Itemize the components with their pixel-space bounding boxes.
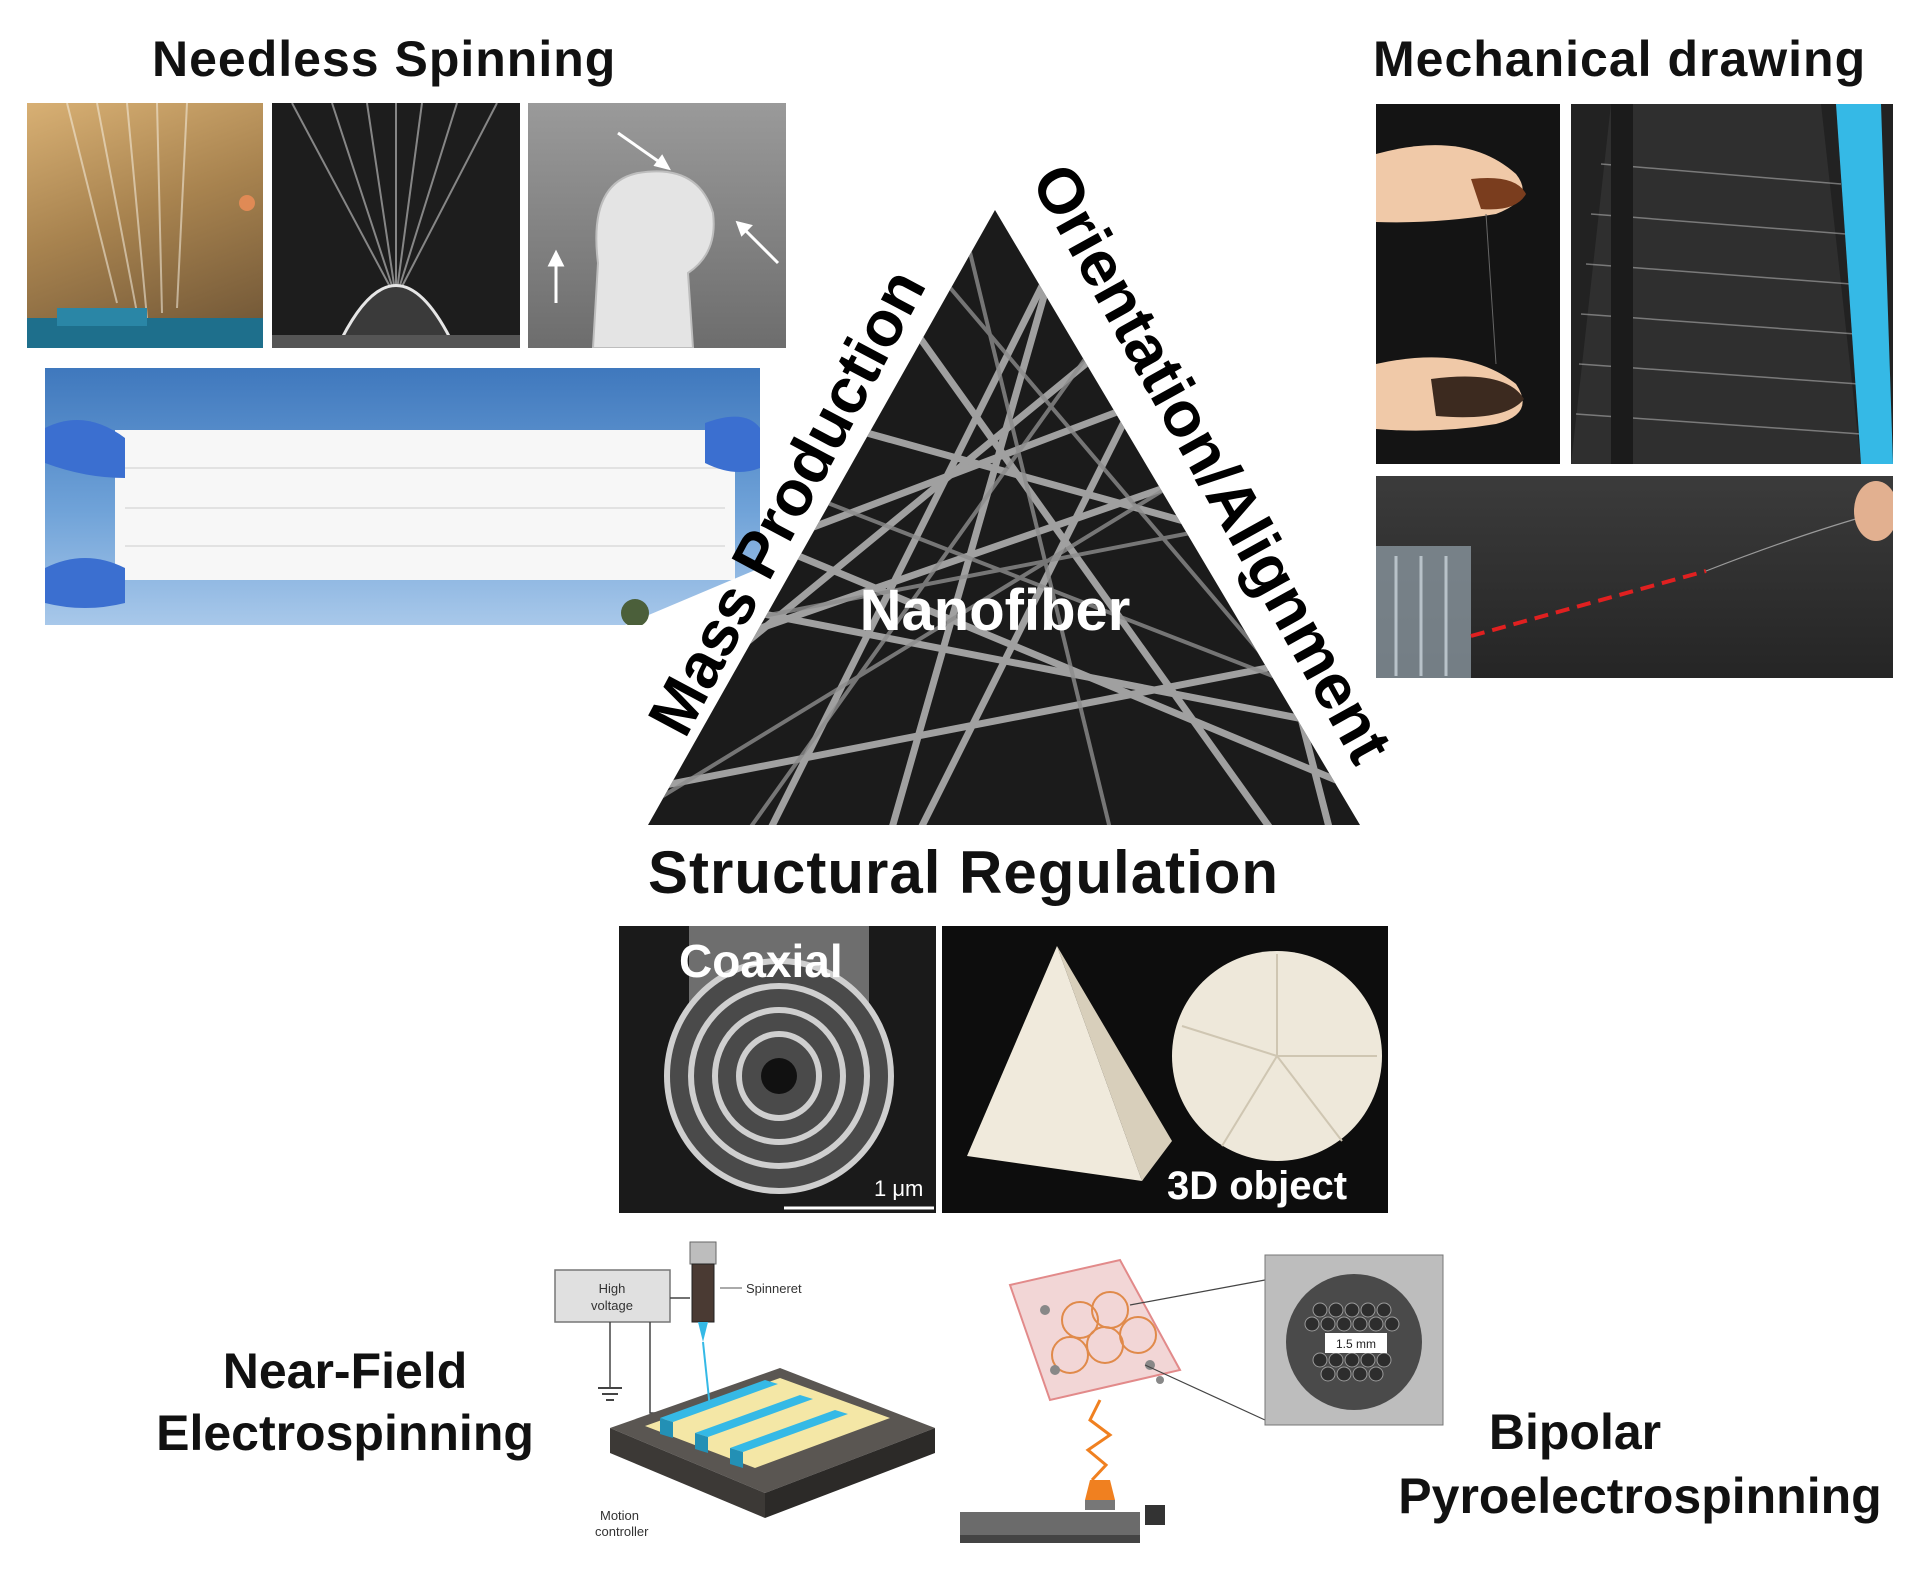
high-voltage-label-line2: voltage (591, 1298, 633, 1313)
nanofiber-triangle: Nanofiber (648, 210, 1360, 825)
nanofiber-sheet-photo (45, 368, 760, 625)
needless-photo-3 (528, 103, 786, 348)
motion-controller-label-line1: Motion (600, 1508, 639, 1523)
needless-photo-1 (27, 103, 263, 348)
high-voltage-label-line1: High (599, 1281, 626, 1296)
fibre-streaks-illustration (27, 103, 263, 348)
structural-regulation-label: Structural Regulation (648, 839, 1280, 906)
spinneret-label: Spinneret (746, 1281, 802, 1296)
coaxial-photo: Coaxial 1 μm (619, 926, 936, 1213)
coaxial-fiber-illustration (664, 926, 934, 1210)
near-field-title: Near-Field Electrospinning (150, 1340, 540, 1464)
mass-production-label-layer: Mass Production (634, 258, 940, 747)
nanofiber-label: Nanofiber (860, 578, 1131, 643)
bottle-illustration (1376, 481, 1893, 678)
fingers-illustration (1376, 145, 1526, 431)
droplet-jets-illustration (272, 103, 520, 348)
near-field-title-line2: Electrospinning (156, 1405, 534, 1461)
jet-stream (1085, 1399, 1113, 1482)
bipolar-title: Bipolar Pyroelectrospinning (1370, 1400, 1910, 1528)
needless-photo-2 (272, 103, 520, 348)
3d-object-photo: 3D object (942, 926, 1388, 1213)
base-platform (960, 1512, 1140, 1535)
orientation-label-layer: Orientation/Alignment (1018, 160, 1407, 775)
spinneret-syringe (691, 1263, 715, 1323)
aligned-fibers-photo (1571, 104, 1893, 464)
near-field-title-line1: Near-Field (222, 1343, 468, 1399)
bipolar-title-line1: Bipolar (1488, 1404, 1662, 1460)
near-field-setup-diagram: High voltage Spinneret Motion controller (554, 1241, 935, 1539)
3d-objects-illustration (967, 946, 1382, 1181)
3d-object-label: 3D object (1167, 1164, 1348, 1208)
coaxial-label: Coaxial (679, 935, 843, 987)
motion-controller-label-line2: controller (595, 1524, 649, 1539)
bipolar-setup-diagram: 1.5 mm (960, 1254, 1444, 1543)
sheet-illustration (45, 416, 760, 625)
aligned-fibers-illustration (1571, 104, 1893, 464)
bottle-drawing-photo (1376, 476, 1893, 678)
foam-tip-illustration (547, 131, 780, 348)
bipolar-scale-label: 1.5 mm (1336, 1337, 1376, 1351)
orientation-alignment-label: Orientation/Alignment (1018, 160, 1407, 775)
coaxial-scale-label: 1 μm (874, 1176, 924, 1201)
bipolar-title-line2: Pyroelectrospinning (1398, 1468, 1882, 1524)
needless-spinning-title: Needless Spinning (152, 31, 617, 87)
high-voltage-box (554, 1269, 671, 1323)
mechanical-drawing-title: Mechanical drawing (1373, 31, 1867, 87)
mass-production-label: Mass Production (634, 258, 940, 747)
fingers-photo (1376, 104, 1560, 464)
